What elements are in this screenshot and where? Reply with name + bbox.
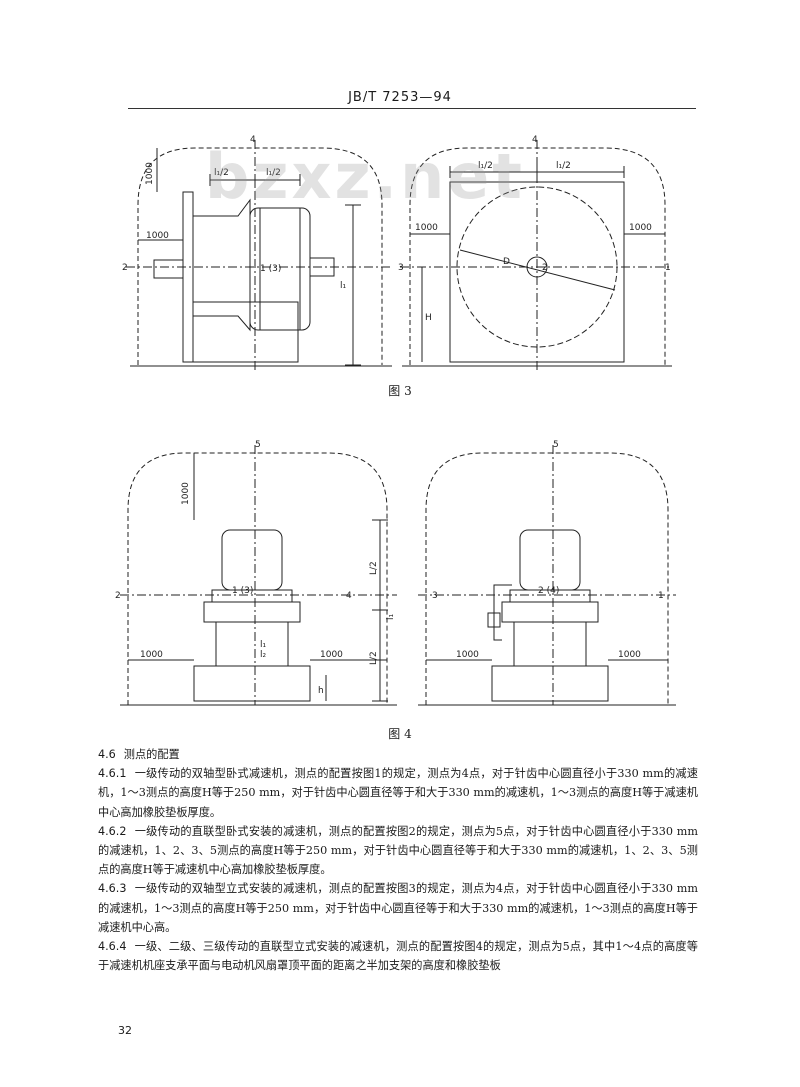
fig4-point-5b: 5 [553, 440, 559, 450]
fig4-point-5a: 5 [255, 440, 261, 450]
section-heading: 4.6 测点的配置 [98, 745, 698, 764]
fig4-point-4: 4 [346, 591, 352, 601]
paragraph-text: 一级传动的双轴型卧式减速机，测点的配置按图1的规定，测点为4点，对于针齿中心圆直… [98, 767, 698, 819]
paragraph-number: 4.6.1 [98, 767, 127, 781]
fig3-dim-1000-a: 1000 [146, 231, 169, 241]
header-rule [128, 108, 696, 109]
paragraph-number: 4.6.3 [98, 882, 127, 896]
fig3-dim-l-half-a: l₁/2 [214, 168, 229, 178]
fig3-dim-D: D [503, 257, 510, 267]
fig3-point-3: 3 [398, 263, 404, 273]
fig4-dim-1000-a: 1000 [140, 650, 163, 660]
paragraph-text: 一级、二级、三级传动的直联型立式安装的减速机，测点的配置按图4的规定，测点为5点… [98, 940, 698, 973]
fig3-point-4a: 4 [250, 135, 256, 145]
fig4-dim-1000-d: 1000 [456, 650, 479, 660]
fig4-dim-l1: l₁ [260, 640, 267, 650]
page-header: JB/T 7253—94 [348, 90, 452, 105]
fig4-point-1-3: 1 (3) [232, 586, 253, 596]
fig3-dim-1000-c: 1000 [415, 223, 438, 233]
paragraph-text: 一级传动的直联型卧式安装的减速机，测点的配置按图2的规定，测点为5点，对于针齿中… [98, 824, 698, 877]
section-title: 测点的配置 [123, 748, 180, 761]
fig4-dim-l1-vertical: l₁ [386, 613, 396, 620]
fig4-dim-l2: l₂ [260, 650, 267, 660]
fig3-point-1-3: 1 (3) [260, 264, 281, 274]
fig4-dim-1000-e: 1000 [618, 650, 641, 660]
fig3-dim-1000-d: 1000 [629, 223, 652, 233]
figure-3-caption: 图 3 [388, 384, 412, 398]
fig4-dim-h: h [318, 686, 324, 696]
figure-3: l₁/2 l₁/2 1000 1000 l₁ 1 (3) 4 2 l₁/2 l₁… [122, 135, 672, 370]
fig3-dim-r-half-b: l₁/2 [556, 161, 571, 171]
fig4-dim-L-half-a: L/2 [369, 561, 379, 575]
fig4-point-2-4: 2 (4) [538, 586, 559, 596]
watermark-logo: bzxz.net [205, 140, 525, 213]
fig4-point-1: 1 [658, 591, 664, 601]
fig3-point-2a: 2 [122, 263, 128, 273]
fig4-dim-1000-b: 1000 [320, 650, 343, 660]
fig4-dim-1000-c: 1000 [181, 482, 191, 505]
paragraph-number: 4.6.2 [98, 824, 127, 838]
paragraph-text: 一级传动的双轴型立式安装的减速机，测点的配置按图3的规定，测点为4点，对于针齿中… [98, 882, 698, 934]
fig4-point-2a: 2 [115, 591, 121, 601]
figure-4-caption: 图 4 [388, 727, 412, 741]
fig3-dim-l1: l₁ [340, 281, 347, 291]
fig3-point-4b: 4 [532, 135, 538, 145]
fig4-point-3: 3 [432, 591, 438, 601]
fig3-dim-r-half-a: l₁/2 [478, 161, 493, 171]
fig3-point-2b: 2 [542, 263, 548, 273]
fig3-dim-H: H [425, 313, 432, 323]
fig4-dim-L-half-b: L/2 [369, 651, 379, 665]
figure-4: 5 2 4 1 (3) l₁ l₂ 1000 1000 1000 L/2 L/2… [115, 440, 676, 706]
paragraph-number: 4.6.4 [98, 940, 127, 954]
fig3-dim-l-half-b: l₁/2 [266, 168, 281, 178]
section-number: 4.6 [98, 748, 116, 761]
fig3-dim-1000-b: 1000 [145, 162, 155, 185]
page-number: 32 [118, 1024, 132, 1037]
fig3-point-1: 1 [665, 263, 671, 273]
